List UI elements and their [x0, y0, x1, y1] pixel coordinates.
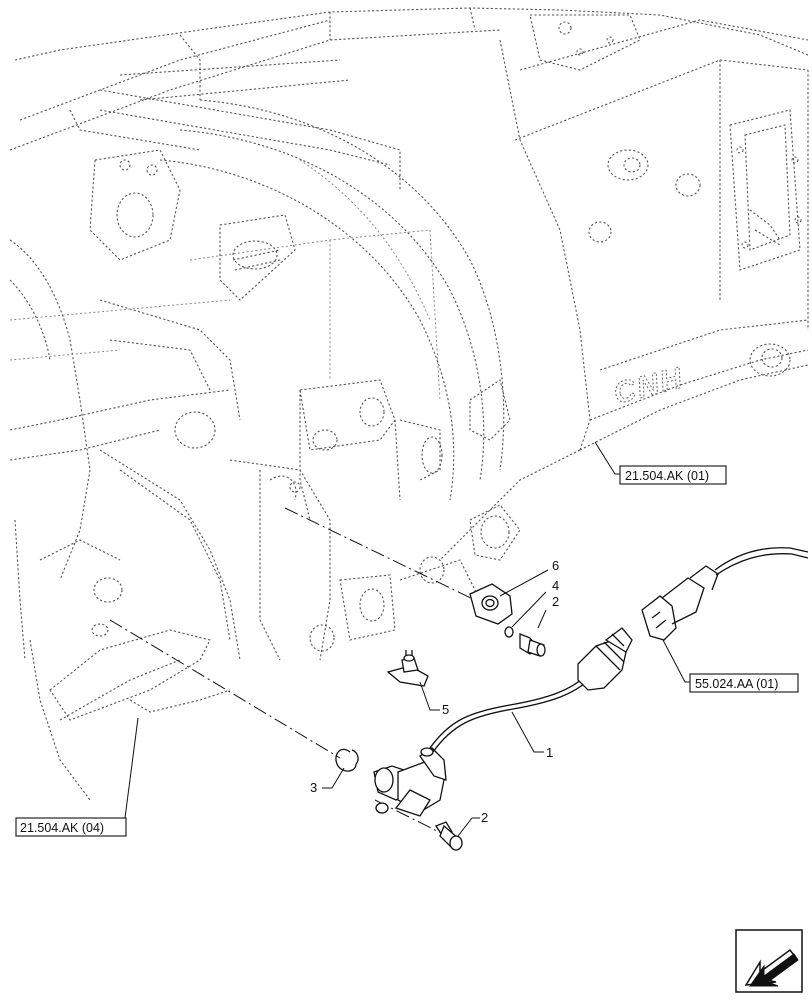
callout-6[interactable]: 6: [552, 558, 559, 573]
part-1-connector: [577, 627, 633, 691]
reference-21-504-ak-01[interactable]: 21.504.AK (01): [619, 465, 727, 485]
callout-3[interactable]: 3: [310, 780, 317, 795]
reference-55-024-aa-01[interactable]: 55.024.AA (01): [689, 673, 799, 693]
callout-4[interactable]: 4: [552, 578, 559, 593]
callout-1[interactable]: 1: [546, 745, 553, 760]
callout-2-upper[interactable]: 2: [552, 594, 559, 609]
brand-mark: CNH: [610, 361, 687, 410]
callout-2-lower[interactable]: 2: [481, 810, 488, 825]
part-2-screw-lower[interactable]: [435, 821, 463, 851]
callout-labels: 1 2 2 3 4 5 6: [310, 558, 559, 825]
part-2-screw-upper[interactable]: [519, 633, 546, 657]
part-3-snap-ring[interactable]: [335, 748, 359, 772]
harness-connector-ghost: [641, 547, 809, 641]
part-6-adapter[interactable]: [469, 583, 513, 625]
svg-text:55.024.AA (01): 55.024.AA (01): [695, 677, 778, 691]
arrow-left-icon[interactable]: [735, 929, 803, 993]
svg-text:21.504.AK (04): 21.504.AK (04): [20, 821, 104, 835]
part-4-o-ring[interactable]: [504, 626, 514, 638]
part-5-bracket[interactable]: [386, 650, 429, 687]
callout-leaders: [124, 441, 690, 837]
transmission-housing-ghost: [9, 7, 809, 801]
reference-21-504-ak-04[interactable]: 21.504.AK (04): [15, 817, 127, 837]
part-1-speed-sensor[interactable]: [373, 747, 447, 817]
part-1-cable: [429, 675, 590, 753]
svg-text:21.504.AK (01): 21.504.AK (01): [625, 469, 709, 483]
callout-5[interactable]: 5: [442, 702, 449, 717]
